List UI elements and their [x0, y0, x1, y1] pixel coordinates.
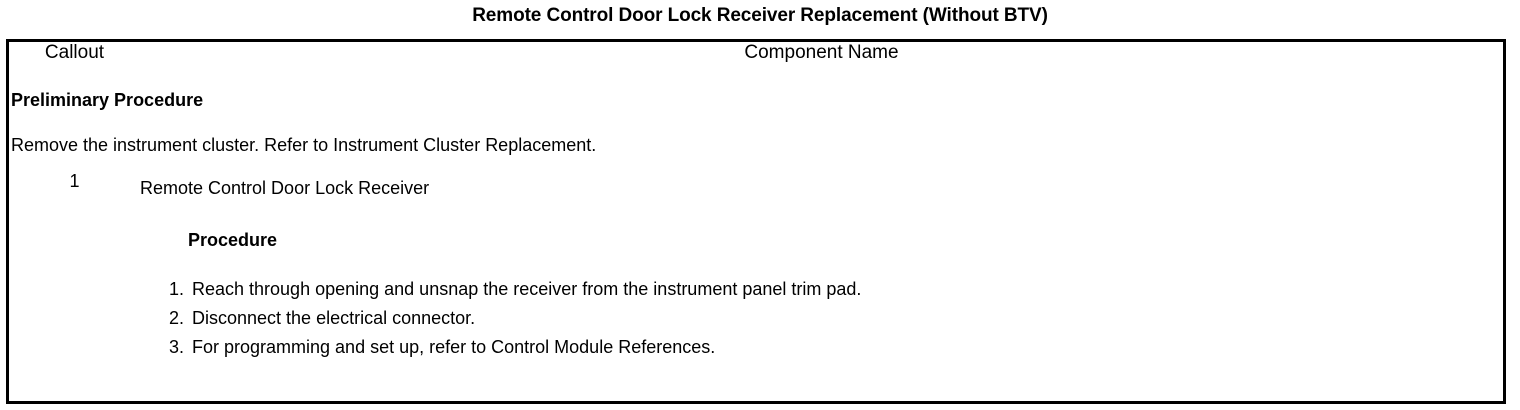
- preliminary-procedure-row: Preliminary Procedure Remove the instrum…: [9, 87, 1503, 171]
- component-detail-cell: Remote Control Door Lock Receiver Proced…: [140, 171, 1503, 401]
- preliminary-procedure-heading: Preliminary Procedure: [11, 90, 204, 110]
- component-name-text: Remote Control Door Lock Receiver: [140, 178, 430, 199]
- procedure-heading: Procedure: [188, 230, 278, 251]
- list-item: 2. Disconnect the electrical connector.: [140, 304, 1503, 333]
- step-number: 3.: [168, 337, 184, 358]
- preliminary-procedure-cell: Preliminary Procedure Remove the instrum…: [9, 87, 1503, 171]
- step-number: 2.: [168, 308, 184, 329]
- list-item: 3. For programming and set up, refer to …: [140, 333, 1503, 362]
- list-item: 1. Reach through opening and unsnap the …: [140, 275, 1503, 304]
- callout-number: 1: [69, 171, 80, 192]
- column-header-callout: Callout: [44, 42, 105, 63]
- table-row: 1 Remote Control Door Lock Receiver Proc…: [9, 171, 1503, 401]
- page-title: Remote Control Door Lock Receiver Replac…: [472, 5, 1048, 26]
- component-table: Callout Component Name Preliminary Proce…: [9, 42, 1503, 401]
- step-text: Disconnect the electrical connector.: [192, 308, 476, 329]
- component-table-container: Callout Component Name Preliminary Proce…: [6, 39, 1506, 404]
- table-header-row: Callout Component Name: [9, 42, 1503, 87]
- preliminary-procedure-text: Remove the instrument cluster. Refer to …: [11, 135, 597, 155]
- step-number: 1.: [168, 279, 184, 300]
- step-text: For programming and set up, refer to Con…: [192, 337, 716, 358]
- column-header-component-name: Component Name: [744, 42, 899, 63]
- procedure-step-list: 1. Reach through opening and unsnap the …: [140, 253, 1503, 362]
- step-text: Reach through opening and unsnap the rec…: [192, 279, 862, 300]
